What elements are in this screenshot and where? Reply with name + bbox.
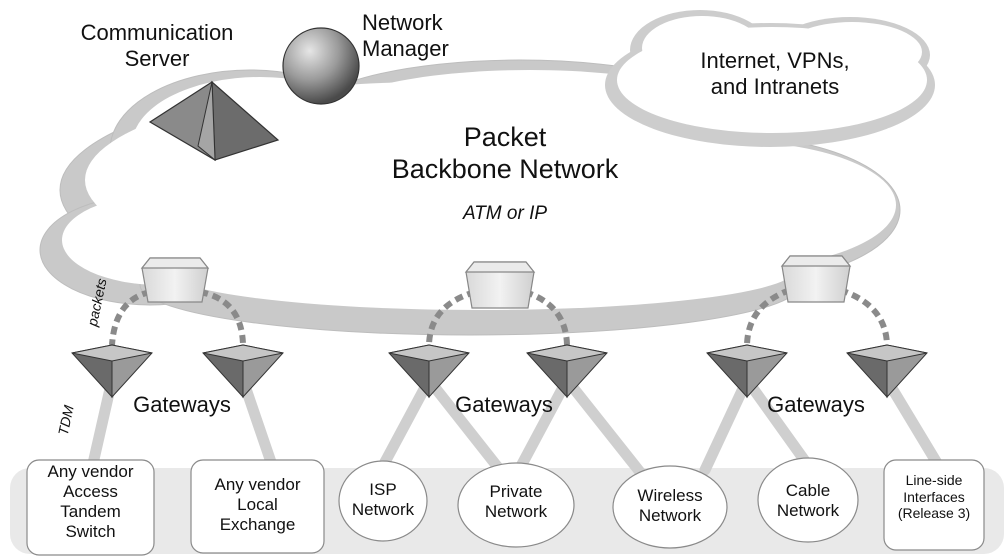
isp-network-cloud [338, 460, 428, 542]
backbone-title: Packet Backbone Network [391, 122, 619, 184]
packet-links [109, 287, 890, 346]
backbone-subtitle: ATM or IP [462, 203, 548, 224]
internet-label: Internet, VPNs, and Intranets [700, 48, 850, 99]
gateways-label-2: Gateways [455, 392, 553, 417]
network-label-private: Private Network [484, 482, 548, 522]
network-label-wireless: Wireless Network [637, 486, 703, 526]
network-manager-label: Network Manager [362, 10, 449, 61]
network-label-line-side: Line-side Interfaces (Release 3) [897, 472, 971, 522]
gateway-icon [388, 344, 470, 399]
network-label-local-exchange: Any vendor Local Exchange [214, 475, 301, 535]
network-box-local-exchange [190, 459, 325, 554]
sphere-icon [282, 27, 360, 105]
gateway-icon [846, 344, 928, 399]
network-label-cable: Cable Network [776, 481, 840, 521]
gateways-label-3: Gateways [767, 392, 865, 417]
access-links [86, 374, 946, 478]
cable-network-cloud [757, 457, 859, 543]
gateway-icon [202, 344, 284, 399]
internet-cloud [605, 10, 935, 147]
communication-server-label: Communication Server [80, 20, 234, 71]
gateway-icon [706, 344, 788, 399]
network-label-access-tandem: Any vendor Access Tandem Switch [47, 462, 134, 542]
gateways-label-1: Gateways [133, 392, 231, 417]
private-network-cloud [457, 462, 575, 548]
gateway-icon [71, 344, 153, 399]
gateway-icon [526, 344, 608, 399]
backbone-switch-icon [464, 261, 536, 309]
network-box-access-tandem [26, 459, 155, 556]
wireless-network-cloud [612, 465, 728, 549]
network-box-line-side [883, 459, 985, 551]
backbone-switch-icon [780, 255, 852, 303]
network-label-isp: ISP Network [351, 480, 415, 520]
pyramid-icon [148, 80, 280, 162]
backbone-switch-icon [140, 257, 210, 303]
